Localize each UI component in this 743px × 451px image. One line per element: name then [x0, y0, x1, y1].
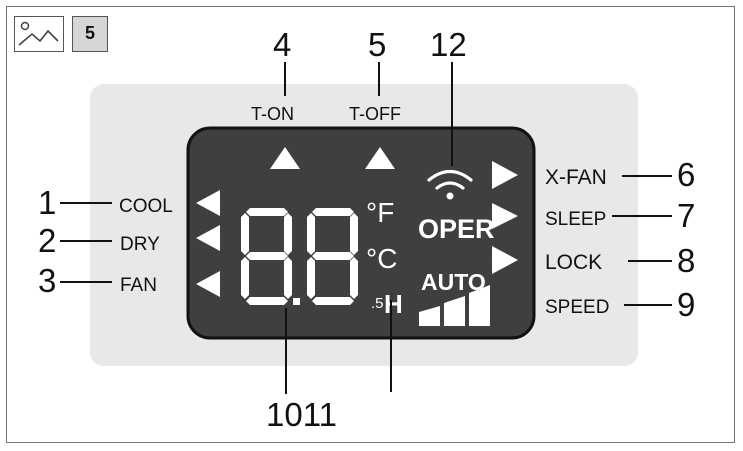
lcd-screen: [186, 126, 536, 340]
cool-label: COOL: [119, 196, 173, 217]
callout-12: 12: [430, 26, 467, 63]
speed-label: SPEED: [545, 297, 609, 318]
dry-indicator: [196, 225, 220, 251]
sleep-indicator: [492, 203, 518, 229]
callout-4: 4: [273, 26, 291, 63]
cool-indicator: [196, 190, 220, 216]
t-off-indicator: [365, 147, 395, 169]
t-on-label: T-ON: [251, 104, 294, 124]
callout-8: 8: [677, 242, 695, 279]
fan-indicator: [196, 271, 220, 297]
half-hour-label: .5: [371, 295, 384, 312]
hour-label: H: [384, 289, 403, 319]
decimal-point: [293, 298, 300, 305]
t-on-indicator: [270, 147, 300, 169]
fan-label: FAN: [120, 275, 157, 296]
lock-label: LOCK: [545, 251, 602, 274]
celsius-label: °C: [366, 243, 397, 274]
leader-lines: [60, 62, 672, 394]
image-icon: [14, 16, 64, 52]
lock-indicator: [492, 246, 518, 274]
callout-1: 1: [38, 184, 56, 221]
sleep-label: SLEEP: [545, 209, 606, 230]
x-fan-indicator: [492, 161, 518, 189]
callout-2: 2: [38, 222, 56, 259]
callout-6: 6: [677, 156, 695, 193]
callout-9: 9: [677, 286, 695, 323]
t-off-label: T-OFF: [349, 104, 401, 124]
callout-1011: 1011: [266, 396, 337, 433]
step-badge: 5: [72, 16, 108, 52]
signal-icon: [427, 169, 473, 190]
callout-3: 3: [38, 262, 56, 299]
callout-5: 5: [368, 26, 386, 63]
callout-7: 7: [677, 197, 695, 234]
speed-bars: [419, 285, 490, 326]
x-fan-label: X-FAN: [545, 166, 607, 189]
oper-label: OPER: [418, 214, 495, 244]
auto-label: AUTO: [421, 269, 486, 295]
dry-label: DRY: [120, 234, 160, 255]
signal-dot: [446, 192, 454, 200]
fahrenheit-label: °F: [366, 197, 394, 228]
